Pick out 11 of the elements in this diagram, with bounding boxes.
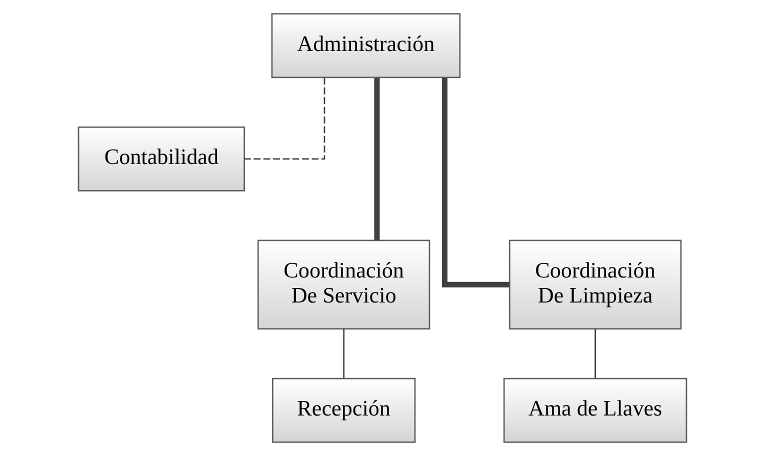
connector bbox=[374, 78, 380, 240]
node-box: Recepción bbox=[271, 378, 416, 443]
node-box: Coordinación De Limpieza bbox=[508, 240, 682, 330]
connector bbox=[342, 328, 344, 378]
node-box: Contabilidad bbox=[77, 126, 245, 192]
connector bbox=[594, 328, 596, 378]
node-box: Coordinación De Servicio bbox=[256, 240, 430, 330]
node-box: Administración bbox=[270, 13, 460, 78]
connector bbox=[244, 78, 325, 160]
node-box: Ama de Llaves bbox=[502, 378, 687, 443]
connector bbox=[441, 78, 509, 288]
